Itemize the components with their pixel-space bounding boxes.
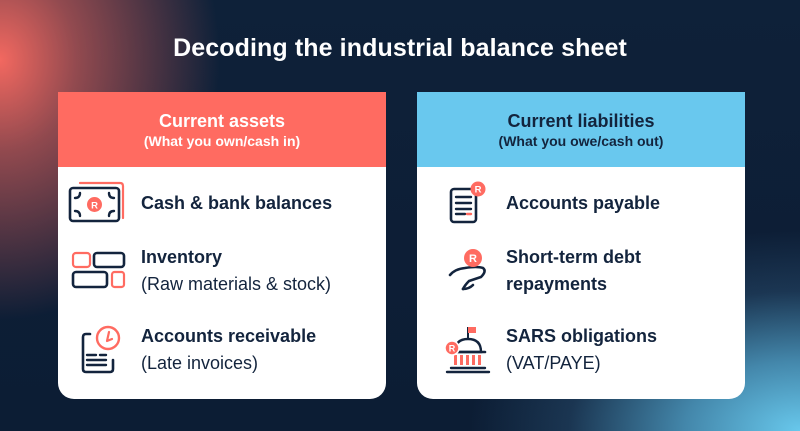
accounts-receivable-subtitle: (Late invoices) <box>141 353 259 373</box>
list-item-short-term-debt: R Short-term debt repayments <box>417 242 745 302</box>
cash-note-icon: R <box>66 180 126 230</box>
short-term-debt-subtitle: repayments <box>506 274 608 294</box>
current-liabilities-title: Current liabilities <box>507 110 655 131</box>
inventory-blocks-icon <box>66 249 126 299</box>
list-item-sars-obligations: R SARS obligations (VAT/PAYE) <box>417 320 745 380</box>
cash-text: Cash & bank balances <box>141 190 332 217</box>
svg-text:R: R <box>91 200 98 211</box>
inventory-text: Inventory (Raw materials & stock) <box>141 244 331 298</box>
short-term-debt-title: Short-term debt <box>506 247 641 267</box>
bill-rand-icon: R <box>443 180 503 230</box>
inventory-subtitle: (Raw materials & stock) <box>141 274 332 294</box>
current-assets-title: Current assets <box>158 110 286 131</box>
list-item-accounts-receivable: Accounts receivable (Late invoices) <box>58 320 386 380</box>
sars-obligations-text: SARS obligations (VAT/PAYE) <box>506 323 657 377</box>
list-item-inventory: Inventory (Raw materials & stock) <box>58 242 386 302</box>
accounts-receivable-text: Accounts receivable (Late invoices) <box>141 323 316 377</box>
current-liabilities-subtitle: (What you owe/cash out) <box>498 132 664 149</box>
list-item-cash: R Cash & bank balances <box>58 180 386 230</box>
short-term-debt-text: Short-term debt repayments <box>506 244 641 298</box>
svg-text:R: R <box>449 343 456 353</box>
current-assets-header: Current assets (What you own/cash in) <box>58 92 386 167</box>
invoice-clock-icon <box>76 322 136 374</box>
inventory-title: Inventory <box>141 247 223 267</box>
current-liabilities-header: Current liabilities (What you owe/cash o… <box>417 92 745 167</box>
page-title: Decoding the industrial balance sheet <box>173 34 627 62</box>
government-building-icon: R <box>443 324 503 374</box>
svg-text:R: R <box>475 185 482 196</box>
list-item-accounts-payable: R Accounts payable <box>417 180 745 230</box>
sars-obligations-title: SARS obligations <box>506 326 658 346</box>
accounts-payable-text: Accounts payable <box>506 190 660 217</box>
svg-text:R: R <box>469 253 477 265</box>
hand-coin-icon: R <box>445 247 505 297</box>
accounts-payable-title: Accounts payable <box>506 193 661 213</box>
current-assets-subtitle: (What you own/cash in) <box>143 132 301 149</box>
current-assets-card: Current assets (What you own/cash in) R … <box>58 92 386 399</box>
current-liabilities-card: Current liabilities (What you owe/cash o… <box>417 92 745 399</box>
cash-title: Cash & bank balances <box>141 193 333 213</box>
sars-obligations-subtitle: (VAT/PAYE) <box>506 353 601 373</box>
accounts-receivable-title: Accounts receivable <box>141 326 317 346</box>
